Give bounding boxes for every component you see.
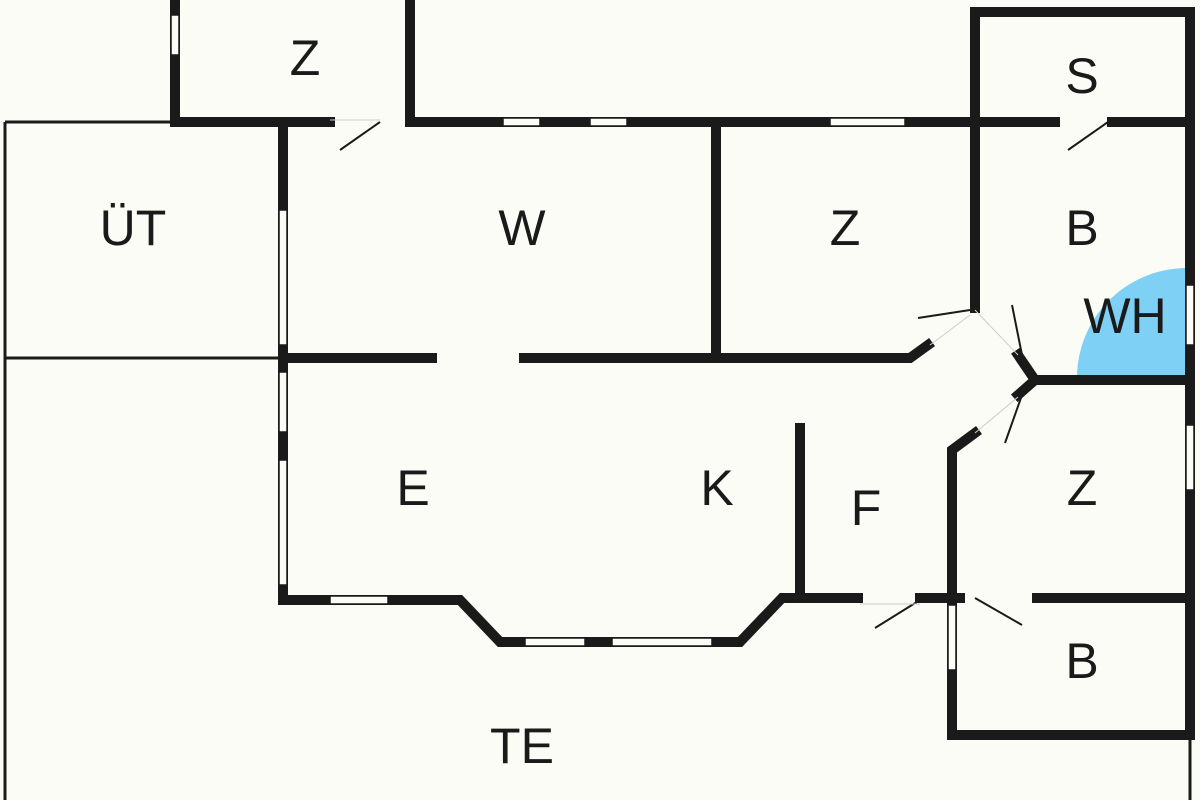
room-label-b-lower: B — [1065, 633, 1098, 689]
room-label-f: F — [851, 480, 882, 536]
room-label-z-middle: Z — [830, 200, 861, 256]
thin-lines — [3, 120, 1192, 800]
room-label-wh: WH — [1083, 288, 1166, 344]
room-label-b-upper: B — [1065, 200, 1098, 256]
windows — [170, 14, 1195, 671]
wh-highlight — [1077, 268, 1185, 378]
walls — [170, 0, 1195, 740]
doors — [330, 119, 1109, 629]
room-label-te: TE — [490, 718, 554, 774]
room-label-w: W — [498, 200, 546, 256]
room-label-s: S — [1065, 48, 1098, 104]
room-label-z-top-left: Z — [290, 30, 321, 86]
room-label-k: K — [700, 460, 733, 516]
room-label-e: E — [396, 460, 429, 516]
room-label-z-right: Z — [1067, 460, 1098, 516]
room-label-ut: ÜT — [100, 200, 167, 256]
